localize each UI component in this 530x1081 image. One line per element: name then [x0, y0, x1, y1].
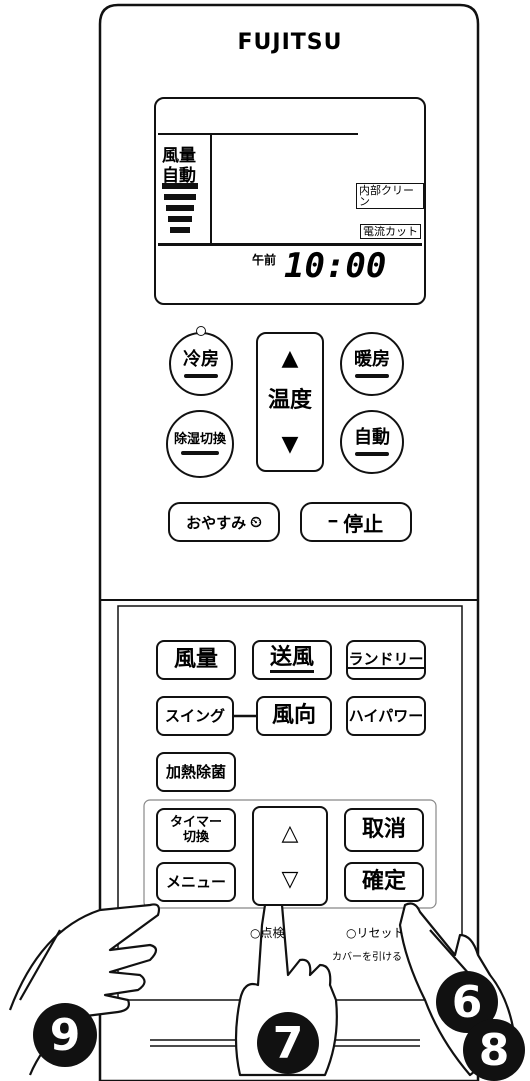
step-8-callout [463, 1019, 525, 1081]
lcd-fan-label: 風量 [162, 146, 196, 166]
lcd-fan-bars [162, 183, 198, 233]
step-6-callout [436, 971, 498, 1033]
heat-sterilize-button[interactable]: 加熱除菌 [156, 752, 236, 792]
laundry-button-label: ランドリー [348, 649, 424, 669]
heat-button-label: 暖房 [354, 348, 390, 370]
select-rocker: △ ▽ [252, 806, 328, 906]
brand-logo: FUJITSU [237, 30, 343, 55]
cool-indicator-icon [196, 326, 206, 336]
temperature-rocker: ▲ 温度 ▼ [256, 332, 324, 472]
confirm-button[interactable]: 確定 [344, 862, 424, 902]
timer-switch-label-2: 切換 [182, 830, 209, 845]
blow-button[interactable]: 送風 [252, 640, 332, 680]
stop-button[interactable]: ━ 停止 [300, 502, 412, 542]
heat-button-underline [354, 373, 390, 378]
timer-icon: ⏲ [250, 513, 262, 531]
stop-button-label: 停止 [343, 511, 384, 536]
timer-switch-label-1: タイマー [169, 815, 222, 830]
step-9-callout [33, 1003, 97, 1067]
cool-button-underline [183, 373, 219, 378]
lcd-auto-label: 自動 [162, 166, 196, 186]
hipower-button[interactable]: ハイパワー [346, 696, 426, 736]
dehumid-button-underline [181, 451, 219, 455]
lcd-top-rule [158, 133, 358, 135]
sleep-button-label: おやすみ [186, 513, 247, 532]
lcd-inner-clean-tag: 内部クリーン [356, 183, 424, 209]
stop-indicator-icon: ━ [328, 514, 338, 530]
lcd-bottom-rule [158, 243, 422, 246]
step-7-callout [257, 1012, 319, 1074]
step-7-number: 7 [272, 1017, 304, 1069]
timer-switch-button[interactable]: タイマー 切換 [156, 808, 236, 852]
temp-down-button[interactable]: ▼ [281, 432, 299, 457]
cool-button[interactable]: 冷房 [169, 332, 233, 396]
swing-button[interactable]: スイング [156, 696, 234, 736]
dehumid-button[interactable]: 除湿切換 [166, 410, 234, 478]
step-9-number: 9 [49, 1009, 81, 1061]
fan-button[interactable]: 風量 [156, 640, 236, 680]
sleep-button[interactable]: おやすみ ⏲ [168, 502, 280, 542]
select-down-button[interactable]: ▽ [281, 867, 299, 892]
step-6-number: 6 [451, 976, 483, 1028]
auto-button-label: 自動 [354, 426, 390, 448]
heat-button[interactable]: 暖房 [340, 332, 404, 396]
blow-button-label: 送風 [269, 647, 314, 673]
check-label: ○点検 [250, 926, 285, 940]
temp-up-button[interactable]: ▲ [281, 346, 299, 371]
lcd-time-prefix: 午前 [252, 253, 277, 267]
auto-button-underline [354, 451, 390, 456]
select-up-button[interactable]: △ [281, 821, 299, 846]
lcd-power-cut-tag: 電流カット [360, 224, 421, 239]
cancel-button[interactable]: 取消 [344, 808, 424, 852]
cover-label: カバーを引ける [332, 952, 402, 963]
dehumid-button-label: 除湿切換 [173, 432, 226, 447]
laundry-button[interactable]: ランドリー [346, 640, 426, 680]
cool-button-label: 冷房 [183, 348, 219, 370]
auto-button[interactable]: 自動 [340, 410, 404, 474]
lcd-display: 風量 自動 内部クリーン 電流カット 午前 10:00 [154, 97, 426, 305]
lcd-clock: 10:00 [284, 246, 387, 286]
direction-button[interactable]: 風向 [256, 696, 332, 736]
menu-button[interactable]: メニュー [156, 862, 236, 902]
step-8-number: 8 [478, 1024, 510, 1076]
reset-label: ○リセット [346, 926, 405, 940]
lcd-divider [210, 135, 212, 243]
temp-label: 温度 [267, 388, 312, 413]
